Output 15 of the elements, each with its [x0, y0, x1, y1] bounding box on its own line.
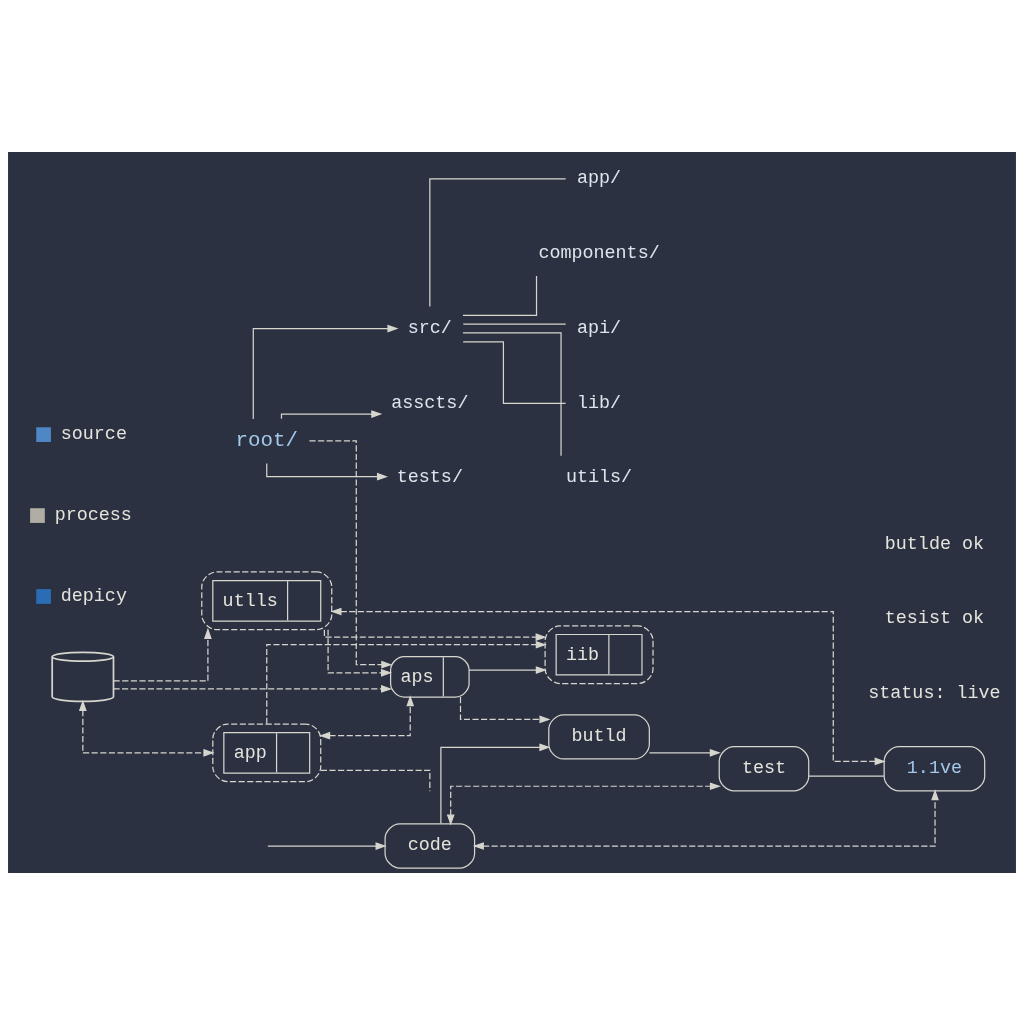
legend-label: depicy	[60, 585, 127, 607]
node-text: app/	[577, 167, 622, 189]
label: tesist ok	[884, 607, 985, 629]
node-text: lib/	[577, 392, 622, 414]
legend-label: process	[54, 504, 132, 526]
legend-label: source	[60, 423, 127, 445]
node-text: src/	[407, 317, 452, 339]
label: butlde ok	[884, 533, 985, 555]
node-text: tests/	[396, 466, 463, 488]
node-text: api/	[577, 317, 622, 339]
node-text: utils/	[565, 466, 633, 488]
node-text: asscts/	[391, 392, 469, 414]
node-text: root/	[235, 428, 299, 452]
node-text: components/	[538, 242, 660, 264]
label: status: live	[868, 682, 1001, 704]
